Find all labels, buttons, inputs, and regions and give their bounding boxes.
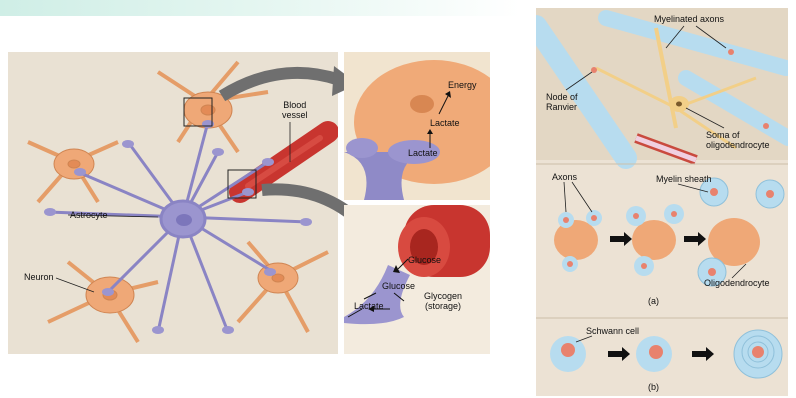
schwann-cell-label: Schwann cell: [586, 326, 639, 336]
inset-neuron-lactate: Energy Lactate Lactate: [344, 52, 490, 200]
lactate-neuron-label: Lactate: [430, 118, 460, 128]
oligodendrocyte-label: Oligodendrocyte: [704, 278, 770, 288]
axons-label: Axons: [552, 172, 577, 182]
header-band: [0, 0, 520, 16]
myelin-sheath-label: Myelin sheath: [656, 174, 712, 184]
node-of-ranvier-label: Node of Ranvier: [546, 92, 578, 112]
oligodendrocyte-sequence: [554, 178, 784, 286]
neuron-left: [28, 142, 118, 202]
myelination-illustration: [536, 8, 788, 396]
neuron-bottom-left: [48, 262, 158, 342]
blood-vessel-label: Blood vessel: [282, 100, 308, 120]
panel-b-label: (b): [648, 382, 659, 392]
blood-vessel: [240, 132, 328, 192]
neuron-label: Neuron: [24, 272, 54, 282]
myelination-panel: Myelinated axons Node of Ranvier Soma of…: [536, 8, 788, 396]
soma-of-oligodendrocyte-label: Soma of oligodendrocyte: [706, 130, 770, 150]
astrocyte-neuron-panel: Blood vessel Astrocyte Neuron: [8, 52, 338, 354]
lactate-astrocyte-label: Lactate: [408, 148, 438, 158]
astrocyte-label: Astrocyte: [70, 210, 108, 220]
inset-glucose-glycogen: Glucose Glucose Glycogen (storage) Lacta…: [344, 205, 490, 354]
glucose-astrocyte-label: Glucose: [382, 281, 415, 291]
neuron-top: [158, 62, 268, 152]
inset-vessel-illustration: [344, 205, 490, 354]
inset-neuron-illustration: [344, 52, 490, 200]
schwann-cell-sequence: [550, 330, 782, 378]
neuron-bottom-right: [238, 242, 328, 332]
myelinated-axons-label: Myelinated axons: [654, 14, 724, 24]
astrocyte-illustration: [8, 52, 338, 354]
glycogen-label: Glycogen (storage): [424, 291, 462, 311]
glucose-vessel-label: Glucose: [408, 255, 441, 265]
lactate-bottom-label: Lactate: [354, 301, 384, 311]
energy-label: Energy: [448, 80, 477, 90]
panel-a-label: (a): [648, 296, 659, 306]
